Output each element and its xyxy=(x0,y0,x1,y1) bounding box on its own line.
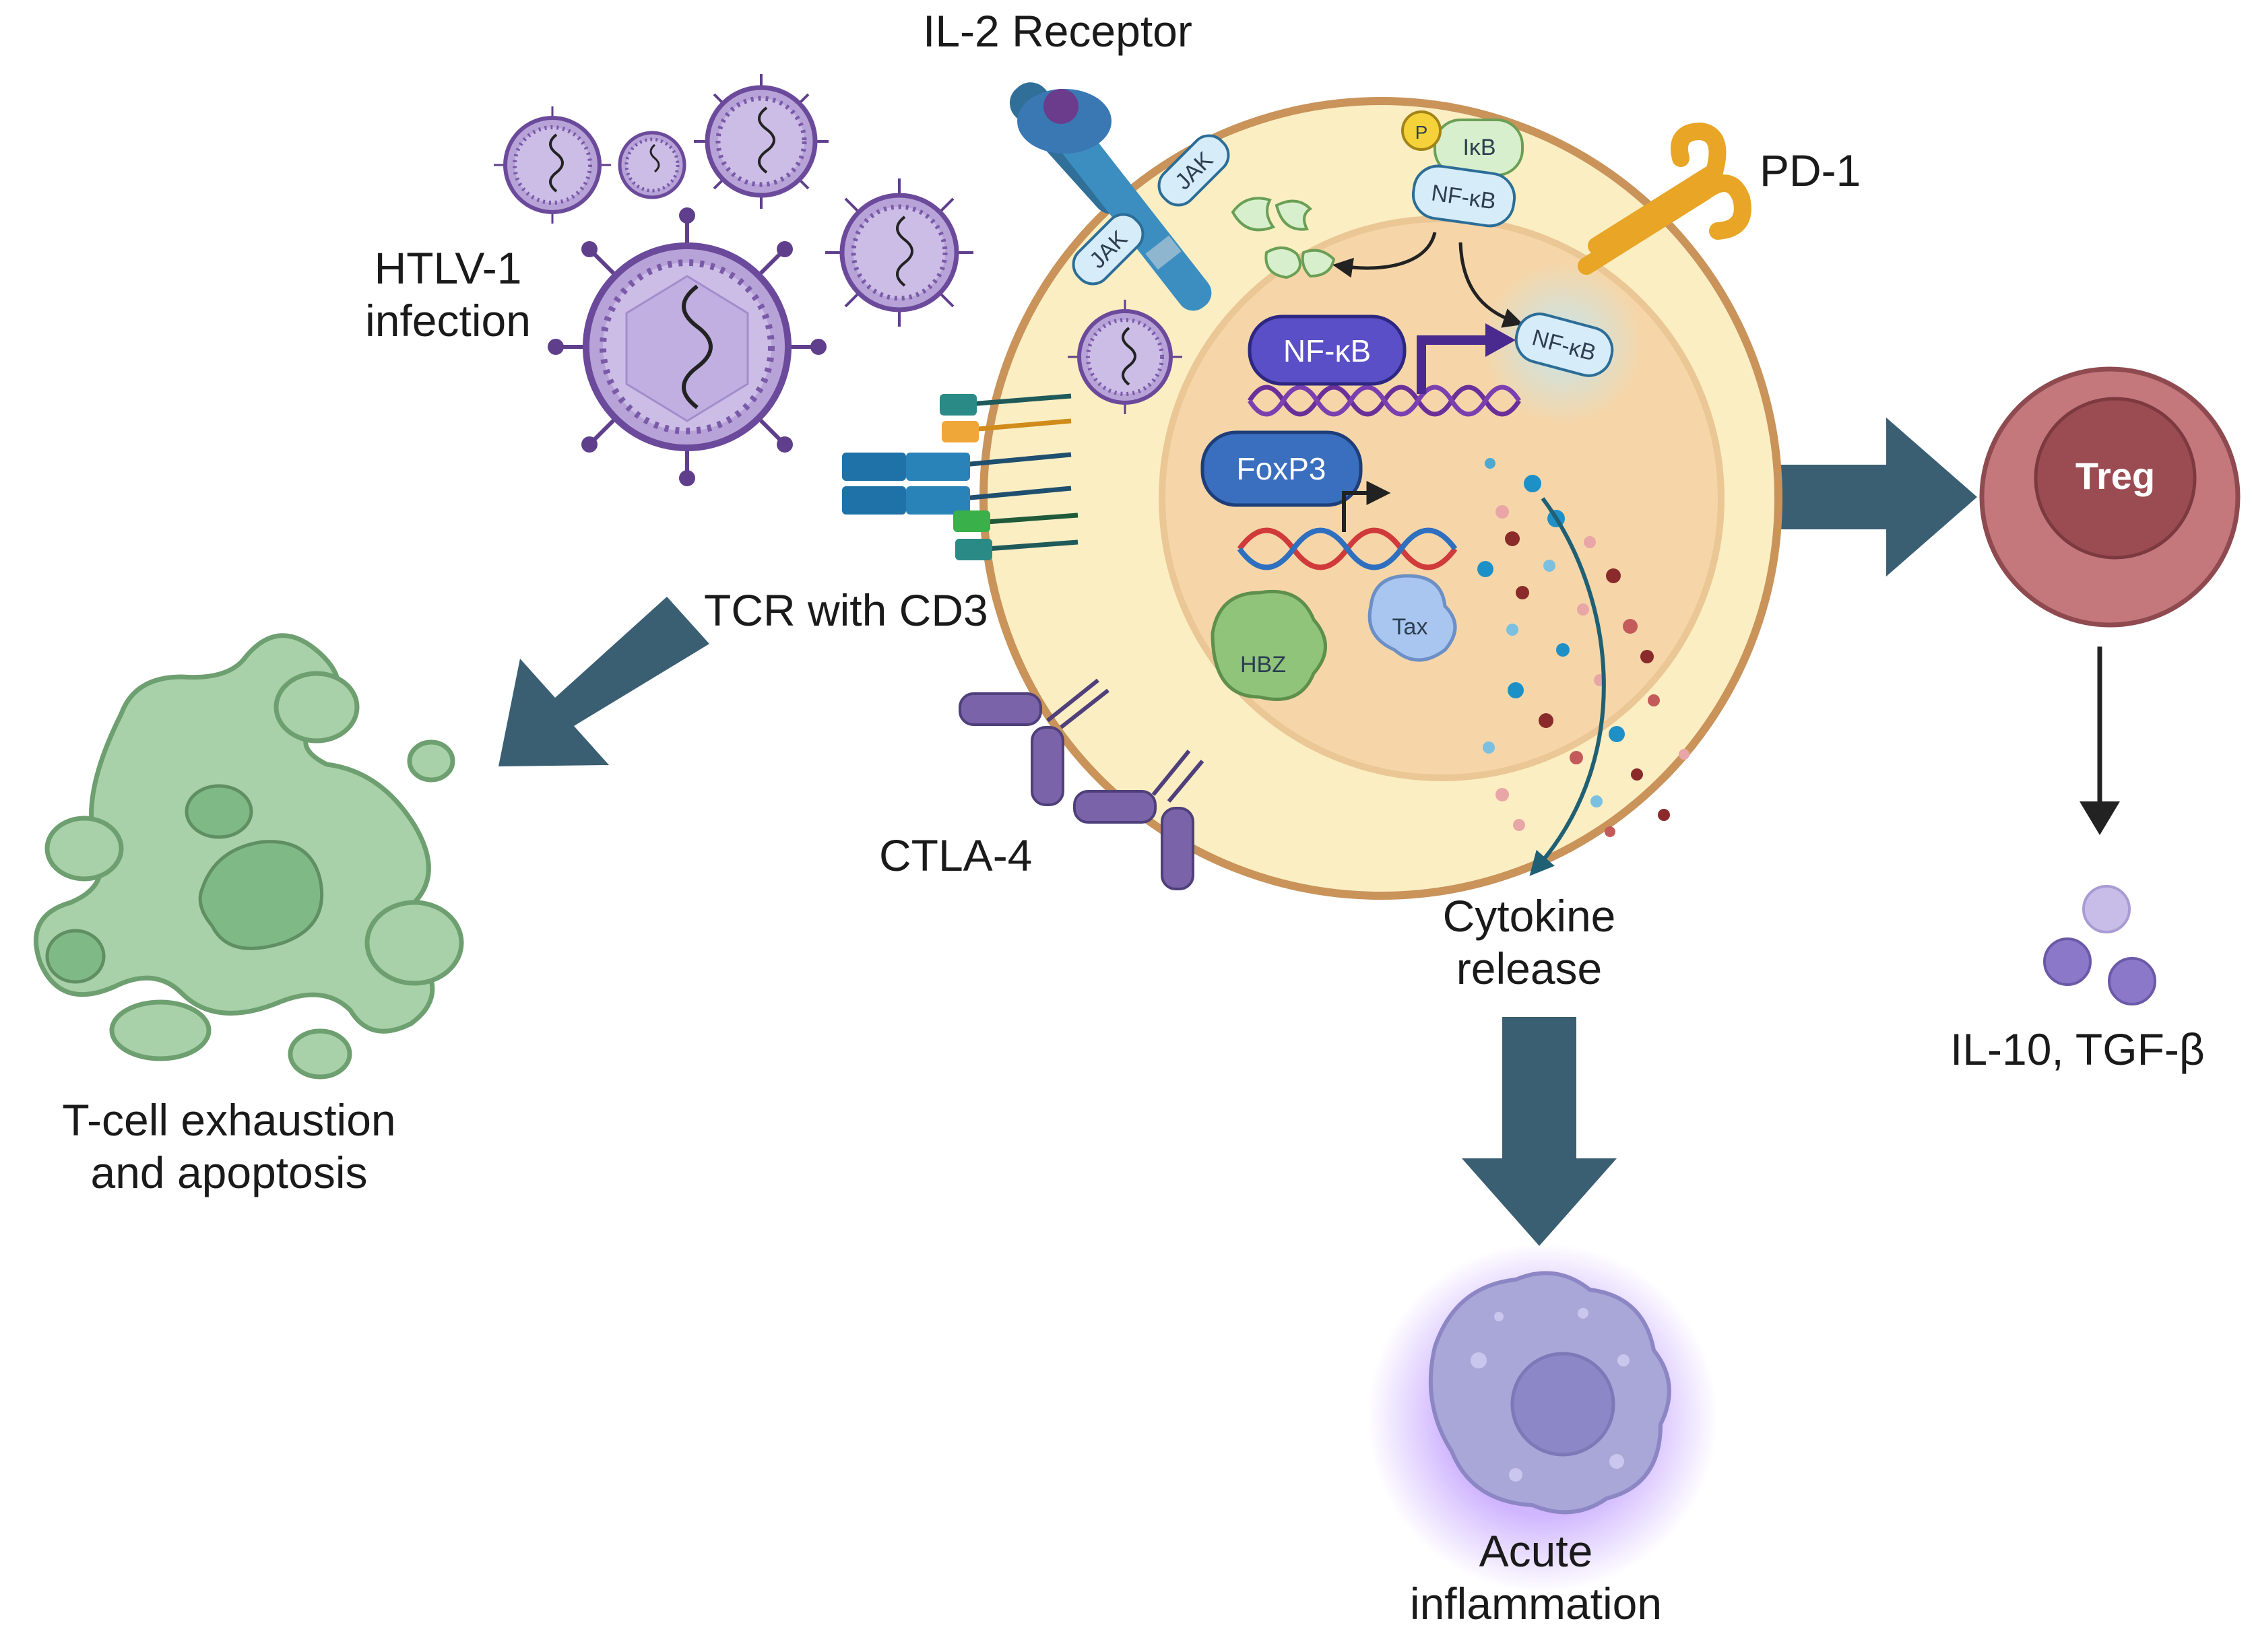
treg-cell xyxy=(1979,366,2241,628)
phospho-label: P xyxy=(1415,122,1428,143)
nfkb-pill-label: NF-κB xyxy=(1283,333,1371,368)
dna-helix-nfkb xyxy=(1248,385,1521,417)
exhaustion-label: T-cell exhaustion and apoptosis xyxy=(27,1094,431,1199)
htlv1-virion-entering xyxy=(1068,300,1182,414)
cytokine-release-line1: Cytokine xyxy=(1442,891,1616,941)
degradation-arrow xyxy=(1332,232,1437,278)
inflammatory-cell xyxy=(1428,1271,1671,1515)
treg-cytokine-spheres xyxy=(2043,885,2156,1005)
htlv1-virion-small-b xyxy=(618,131,686,199)
htlv1-label-line1: HTLV-1 xyxy=(374,243,522,293)
ctla4-label: CTLA-4 xyxy=(879,830,1033,880)
apoptotic-cell-fragments xyxy=(45,784,324,984)
tcr-cd3-complex xyxy=(842,393,1078,560)
ikb-nfkb-complex xyxy=(1401,110,1524,228)
arrow-to-treg xyxy=(1743,418,1977,576)
htlv1-virion-large xyxy=(548,207,827,486)
hbz-label: HBZ xyxy=(1240,652,1286,678)
il2-receptor-label: IL-2 Receptor xyxy=(923,6,1192,56)
cytokine-release-label: Cytokine release xyxy=(1394,890,1664,995)
pd1-receptor xyxy=(1578,122,1751,275)
hbz-protein xyxy=(1211,589,1327,701)
foxp3-transcription-arrow xyxy=(1342,481,1391,532)
ikb-fragments xyxy=(1231,197,1336,279)
cytokine-particles xyxy=(1477,458,1689,837)
htlv1-virion-medium-b xyxy=(825,178,973,327)
acute-inflammation-line2: inflammation xyxy=(1409,1578,1663,1628)
htlv1-label: HTLV-1 infection xyxy=(347,242,549,348)
ikb-label: IκB xyxy=(1462,135,1495,160)
nfkb-translocated xyxy=(1514,312,1614,377)
nfkb-transcription-arrow xyxy=(1417,335,1492,394)
jak-protein-2 xyxy=(1072,213,1145,286)
nfkb-transcription-arrowhead xyxy=(1485,323,1516,357)
acute-inflammation-line1: Acute xyxy=(1479,1526,1593,1576)
arrow-treg-to-cytokines xyxy=(2080,647,2120,835)
tax-protein xyxy=(1367,574,1457,662)
htlv1-virion-small-a xyxy=(494,106,611,224)
nfkb-pill xyxy=(1248,315,1407,386)
cytokine-release-line2: release xyxy=(1456,943,1603,993)
il10-tgfb-label: IL-10, TGF-β xyxy=(1950,1024,2205,1074)
cytokine-release-arrow xyxy=(1529,497,1606,876)
tcr-cd3-label: TCR with CD3 xyxy=(704,585,988,635)
exhaustion-label-line2: and apoptosis xyxy=(90,1147,368,1197)
arrow-to-inflammation xyxy=(1462,1017,1617,1246)
tax-label: Tax xyxy=(1392,614,1428,640)
arrow-to-exhaustion xyxy=(498,597,709,766)
acute-inflammation-label: Acute inflammation xyxy=(1367,1525,1704,1630)
treg-label: Treg xyxy=(2075,455,2155,497)
foxp3-pill-label: FoxP3 xyxy=(1237,451,1326,486)
dna-helix-foxp3 xyxy=(1237,527,1458,570)
htlv1-label-line2: infection xyxy=(365,295,531,345)
foxp3-pill xyxy=(1200,430,1363,507)
pd1-label: PD-1 xyxy=(1760,145,1861,195)
exhaustion-label-line1: T-cell exhaustion xyxy=(62,1095,396,1145)
ctla4-receptor xyxy=(959,678,1204,890)
translocation-arrow xyxy=(1458,242,1524,328)
jak-protein-1 xyxy=(1157,134,1230,207)
htlv1-virion-medium-a xyxy=(694,74,829,209)
